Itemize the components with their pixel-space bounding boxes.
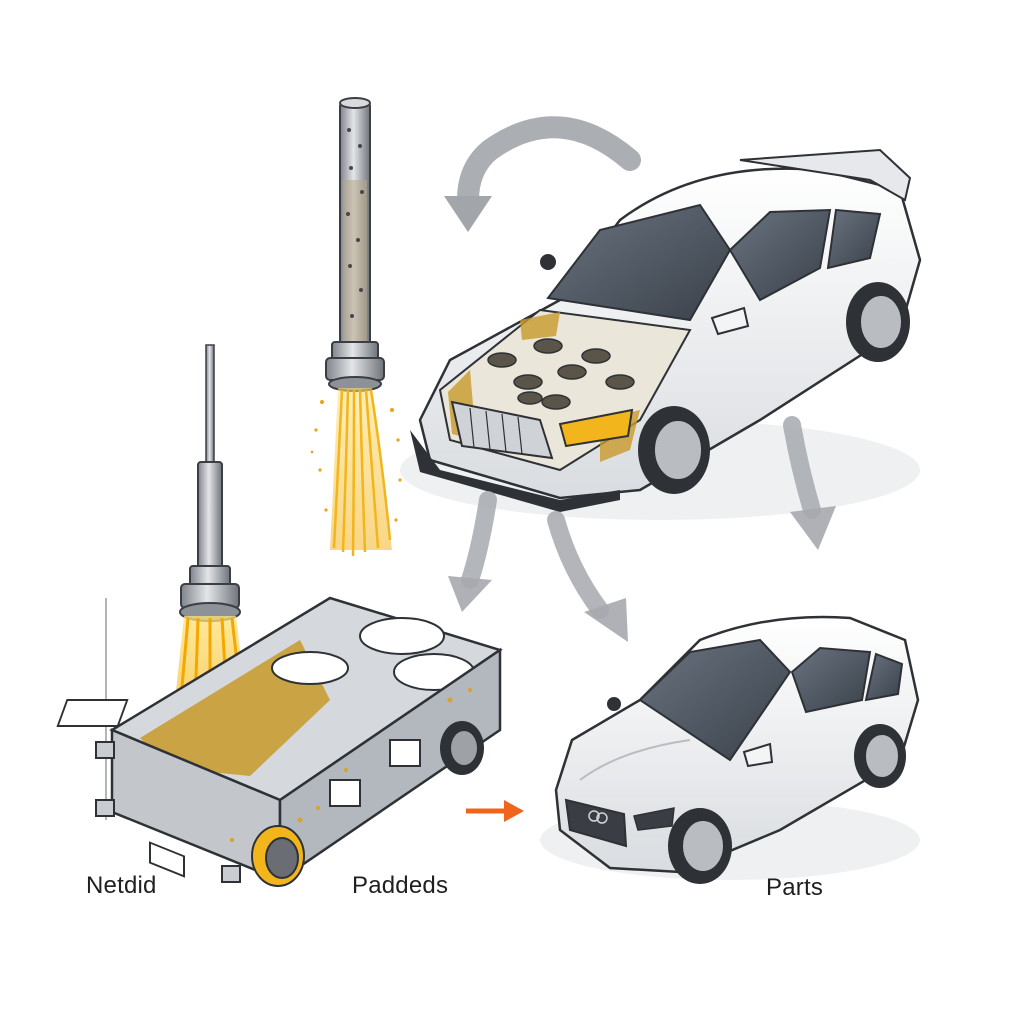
flow-arrow-heads	[448, 506, 836, 642]
orange-arrow-icon	[466, 800, 524, 822]
finished-car-icon	[540, 615, 920, 884]
hybrid-car-icon	[400, 148, 922, 520]
flow-arrow-icon	[461, 416, 821, 619]
car-frame-chassis-icon	[56, 596, 503, 887]
spray-stream	[310, 388, 402, 557]
label-netdid: Netdid	[86, 872, 157, 899]
label-parts: Parts	[766, 874, 824, 901]
deposition-nozzle-icon	[179, 344, 241, 622]
label-paddeds: Paddeds	[352, 872, 449, 899]
print-nozzle-icon	[325, 97, 385, 392]
cycle-arrow-icon	[444, 116, 641, 232]
